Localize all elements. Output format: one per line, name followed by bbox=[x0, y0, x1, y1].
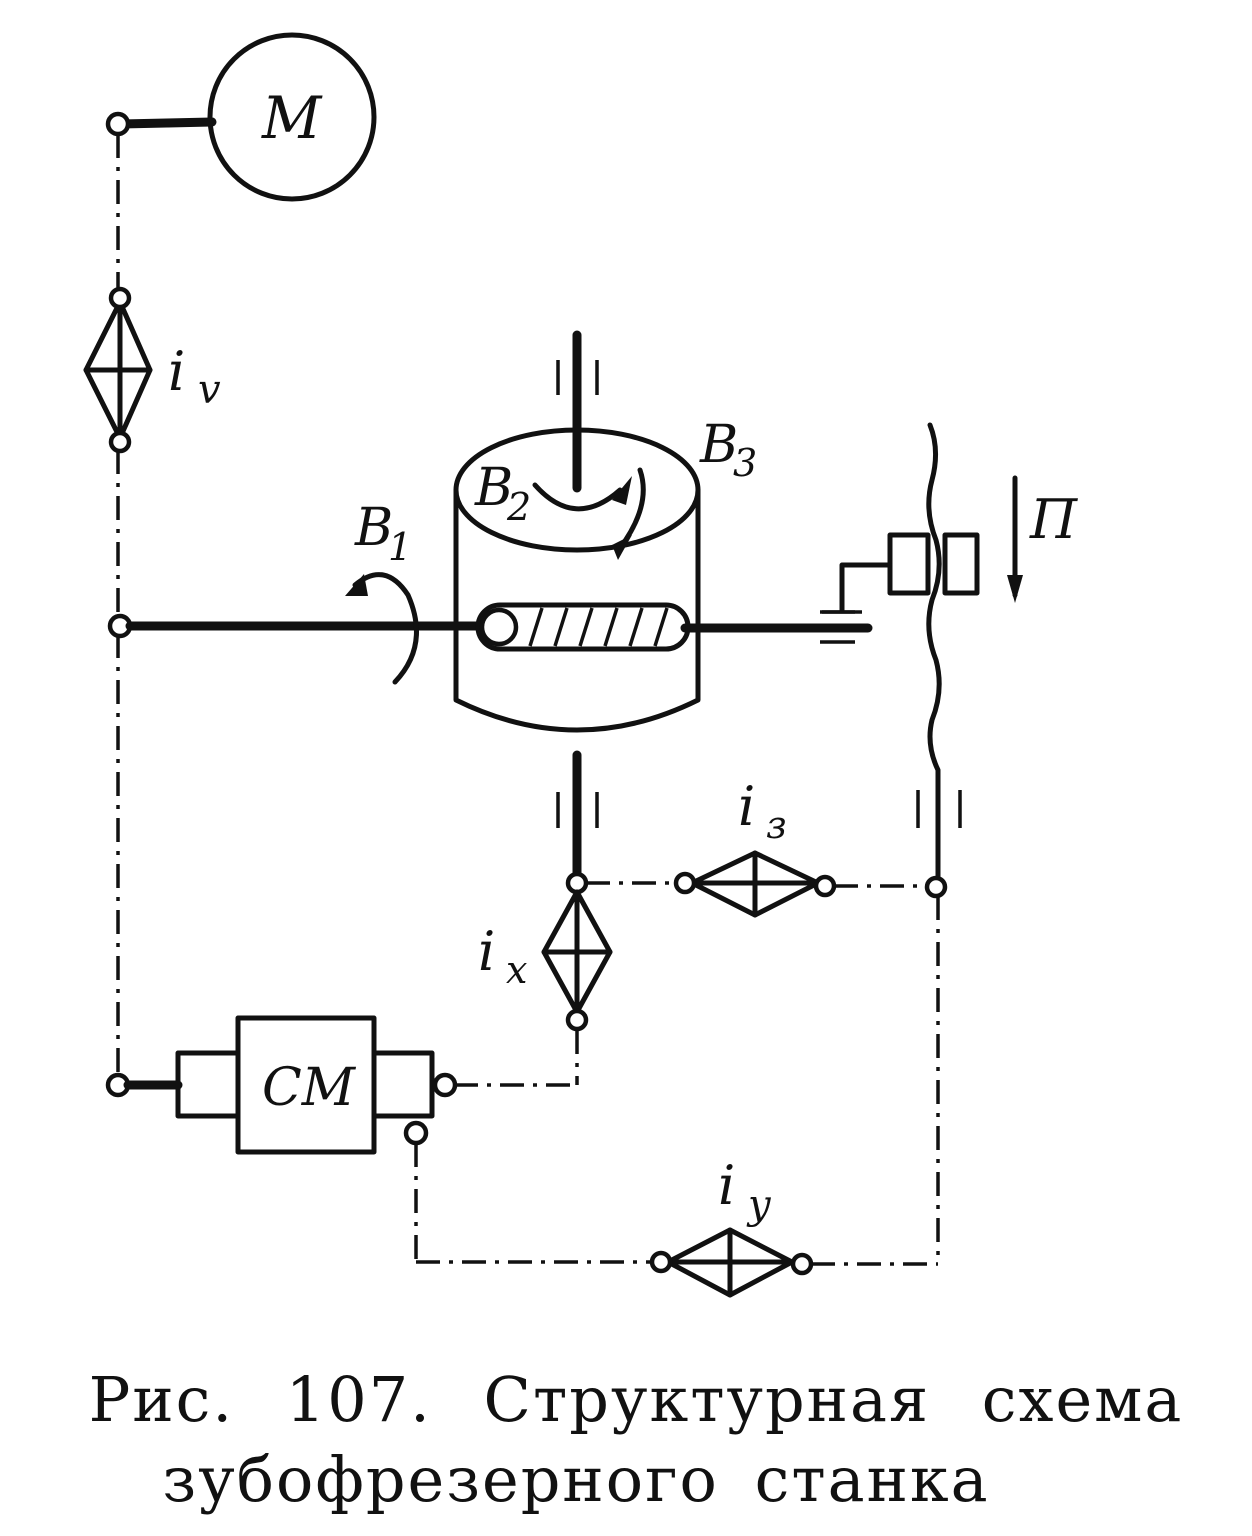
differential: СМ bbox=[105, 1015, 458, 1155]
motor-label: M bbox=[261, 84, 323, 152]
iv-label: i bbox=[168, 340, 185, 403]
iy-subscript: y bbox=[746, 1182, 772, 1228]
p-label: П bbox=[1029, 488, 1078, 551]
work-table: B 2 B 3 bbox=[453, 330, 757, 733]
iz-label: i bbox=[738, 775, 755, 838]
caption-line-2: зубофрезерного станка bbox=[162, 1443, 990, 1516]
caption-line-1: Рис. 107. Структурная схема bbox=[88, 1363, 1184, 1436]
motor-node bbox=[105, 111, 131, 137]
b1-label: B bbox=[354, 498, 393, 558]
iv-subscript: v bbox=[198, 367, 221, 413]
hob-cutter bbox=[475, 602, 691, 652]
gear-hobbing-structure-diagram: M i v B 1 bbox=[83, 32, 1078, 1298]
ix-subscript: x bbox=[506, 948, 527, 992]
b2-label: B bbox=[474, 458, 513, 518]
ix-label: i bbox=[478, 920, 495, 983]
hob-shaft bbox=[107, 610, 873, 644]
iv-gear-set: i v bbox=[83, 286, 221, 454]
table-drive-shaft bbox=[556, 750, 599, 895]
b2-subscript: 2 bbox=[506, 485, 531, 529]
iy-gear-set: i y bbox=[414, 896, 940, 1298]
figure-caption: Рис. 107. Структурная схема зубофрезерно… bbox=[0, 1360, 1252, 1520]
differential-label: СМ bbox=[262, 1058, 357, 1118]
iz-subscript: з bbox=[766, 803, 787, 847]
b3-subscript: 3 bbox=[733, 441, 757, 485]
motor: M bbox=[105, 32, 377, 202]
b1-subscript: 1 bbox=[388, 525, 412, 569]
b1-rotation: B 1 bbox=[345, 498, 419, 685]
b3-label: B bbox=[699, 415, 738, 475]
ix-gear-set: i x bbox=[454, 889, 613, 1087]
feed-screw: П bbox=[822, 422, 1078, 888]
iz-gear-set: i з bbox=[586, 775, 948, 918]
iy-label: i bbox=[718, 1154, 735, 1217]
